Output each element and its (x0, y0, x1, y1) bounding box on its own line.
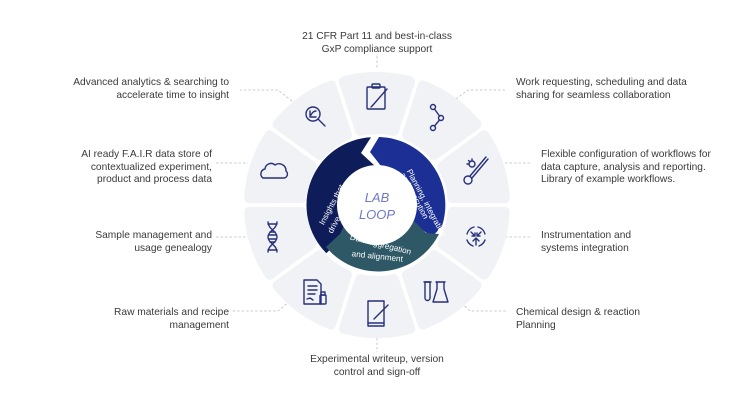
lab-loop-ring (306, 137, 446, 272)
feature-label-chemical-design: Chemical design & reaction Planning (516, 307, 641, 331)
feature-label-workflows: Flexible configuration of workflows for … (541, 149, 711, 185)
petal-cloud (244, 130, 317, 204)
cloud-icon (260, 162, 289, 179)
petal-notebook-pen (338, 274, 416, 338)
center-label-line1: LAB (365, 190, 390, 205)
petal-flask-tube (402, 250, 482, 330)
notebook-pen-icon (367, 300, 389, 327)
flask-tube-icon (423, 281, 449, 303)
petal-dna (244, 206, 317, 280)
center-label-line2: LOOP (359, 207, 395, 222)
feature-label-compliance: 21 CFR Part 11 and best-in-class GxP com… (302, 31, 452, 55)
feature-label-raw-materials: Raw materials and recipe management (114, 307, 229, 331)
leader-line (455, 89, 506, 100)
recipe-document-icon (303, 279, 327, 305)
leader-line (240, 89, 293, 102)
feature-label-data-store: AI ready F.A.I.R data store of contextua… (81, 149, 212, 185)
petal-integration-cycle (437, 206, 510, 280)
leader-line (232, 300, 291, 312)
share-nodes-icon (429, 103, 445, 132)
petal-analytics-search (272, 80, 352, 160)
feature-label-writeup: Experimental writeup, version control an… (310, 354, 444, 378)
analytics-search-icon (305, 106, 326, 127)
petal-clipboard-pen (338, 72, 416, 136)
dna-icon (267, 221, 278, 253)
wrench-gear-icon (463, 156, 489, 185)
feature-label-collaboration: Work requesting, scheduling and data sha… (516, 77, 687, 101)
feature-label-instrumentation: Instrumentation and systems integration (541, 230, 632, 254)
integration-cycle-icon (466, 226, 486, 247)
clipboard-pen-icon (366, 83, 388, 110)
feature-label-analytics: Advanced analytics & searching to accele… (73, 77, 229, 101)
ring-segment-planning (370, 137, 446, 237)
feature-label-sample-management: Sample management and usage genealogy (95, 230, 212, 254)
